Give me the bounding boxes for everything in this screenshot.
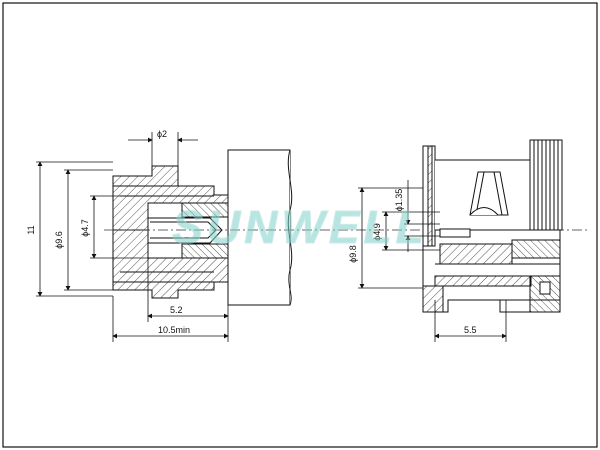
dim-phi-9-8: ϕ9.8 bbox=[348, 245, 358, 263]
insulator-lower bbox=[181, 243, 229, 259]
dim-10-5min: 10.5min bbox=[158, 325, 190, 335]
right-connector-view bbox=[422, 139, 563, 313]
dim-5-2: 5.2 bbox=[170, 305, 183, 315]
watermark-logo: SUNWELL bbox=[172, 201, 427, 253]
lower-hatch-3 bbox=[422, 285, 444, 313]
dim-phi-4-9: ϕ4.9 bbox=[372, 223, 382, 241]
bayonet-stud bbox=[469, 171, 509, 216]
insulator-upper bbox=[181, 202, 229, 218]
right-dimensions bbox=[358, 180, 507, 342]
dim-phi-2: ϕ2 bbox=[157, 129, 167, 139]
left-dimensions bbox=[36, 132, 229, 342]
dim-5-5: 5.5 bbox=[464, 325, 477, 335]
dim-phi-4-7: ϕ4.7 bbox=[80, 219, 90, 237]
contact-pin bbox=[147, 217, 223, 244]
left-connector-view bbox=[112, 149, 293, 306]
dim-11: 11 bbox=[26, 225, 36, 234]
dim-phi-9-6: ϕ9.6 bbox=[54, 231, 64, 249]
panel-break-line bbox=[287, 149, 293, 306]
lower-hatch-1 bbox=[439, 243, 513, 265]
knurl-pattern bbox=[533, 140, 559, 230]
pin-dome bbox=[469, 207, 499, 216]
lower-hatch-5 bbox=[511, 239, 561, 259]
lower-hatch-2 bbox=[434, 275, 532, 287]
dim-phi-1-35: ϕ1.35 bbox=[394, 189, 404, 212]
